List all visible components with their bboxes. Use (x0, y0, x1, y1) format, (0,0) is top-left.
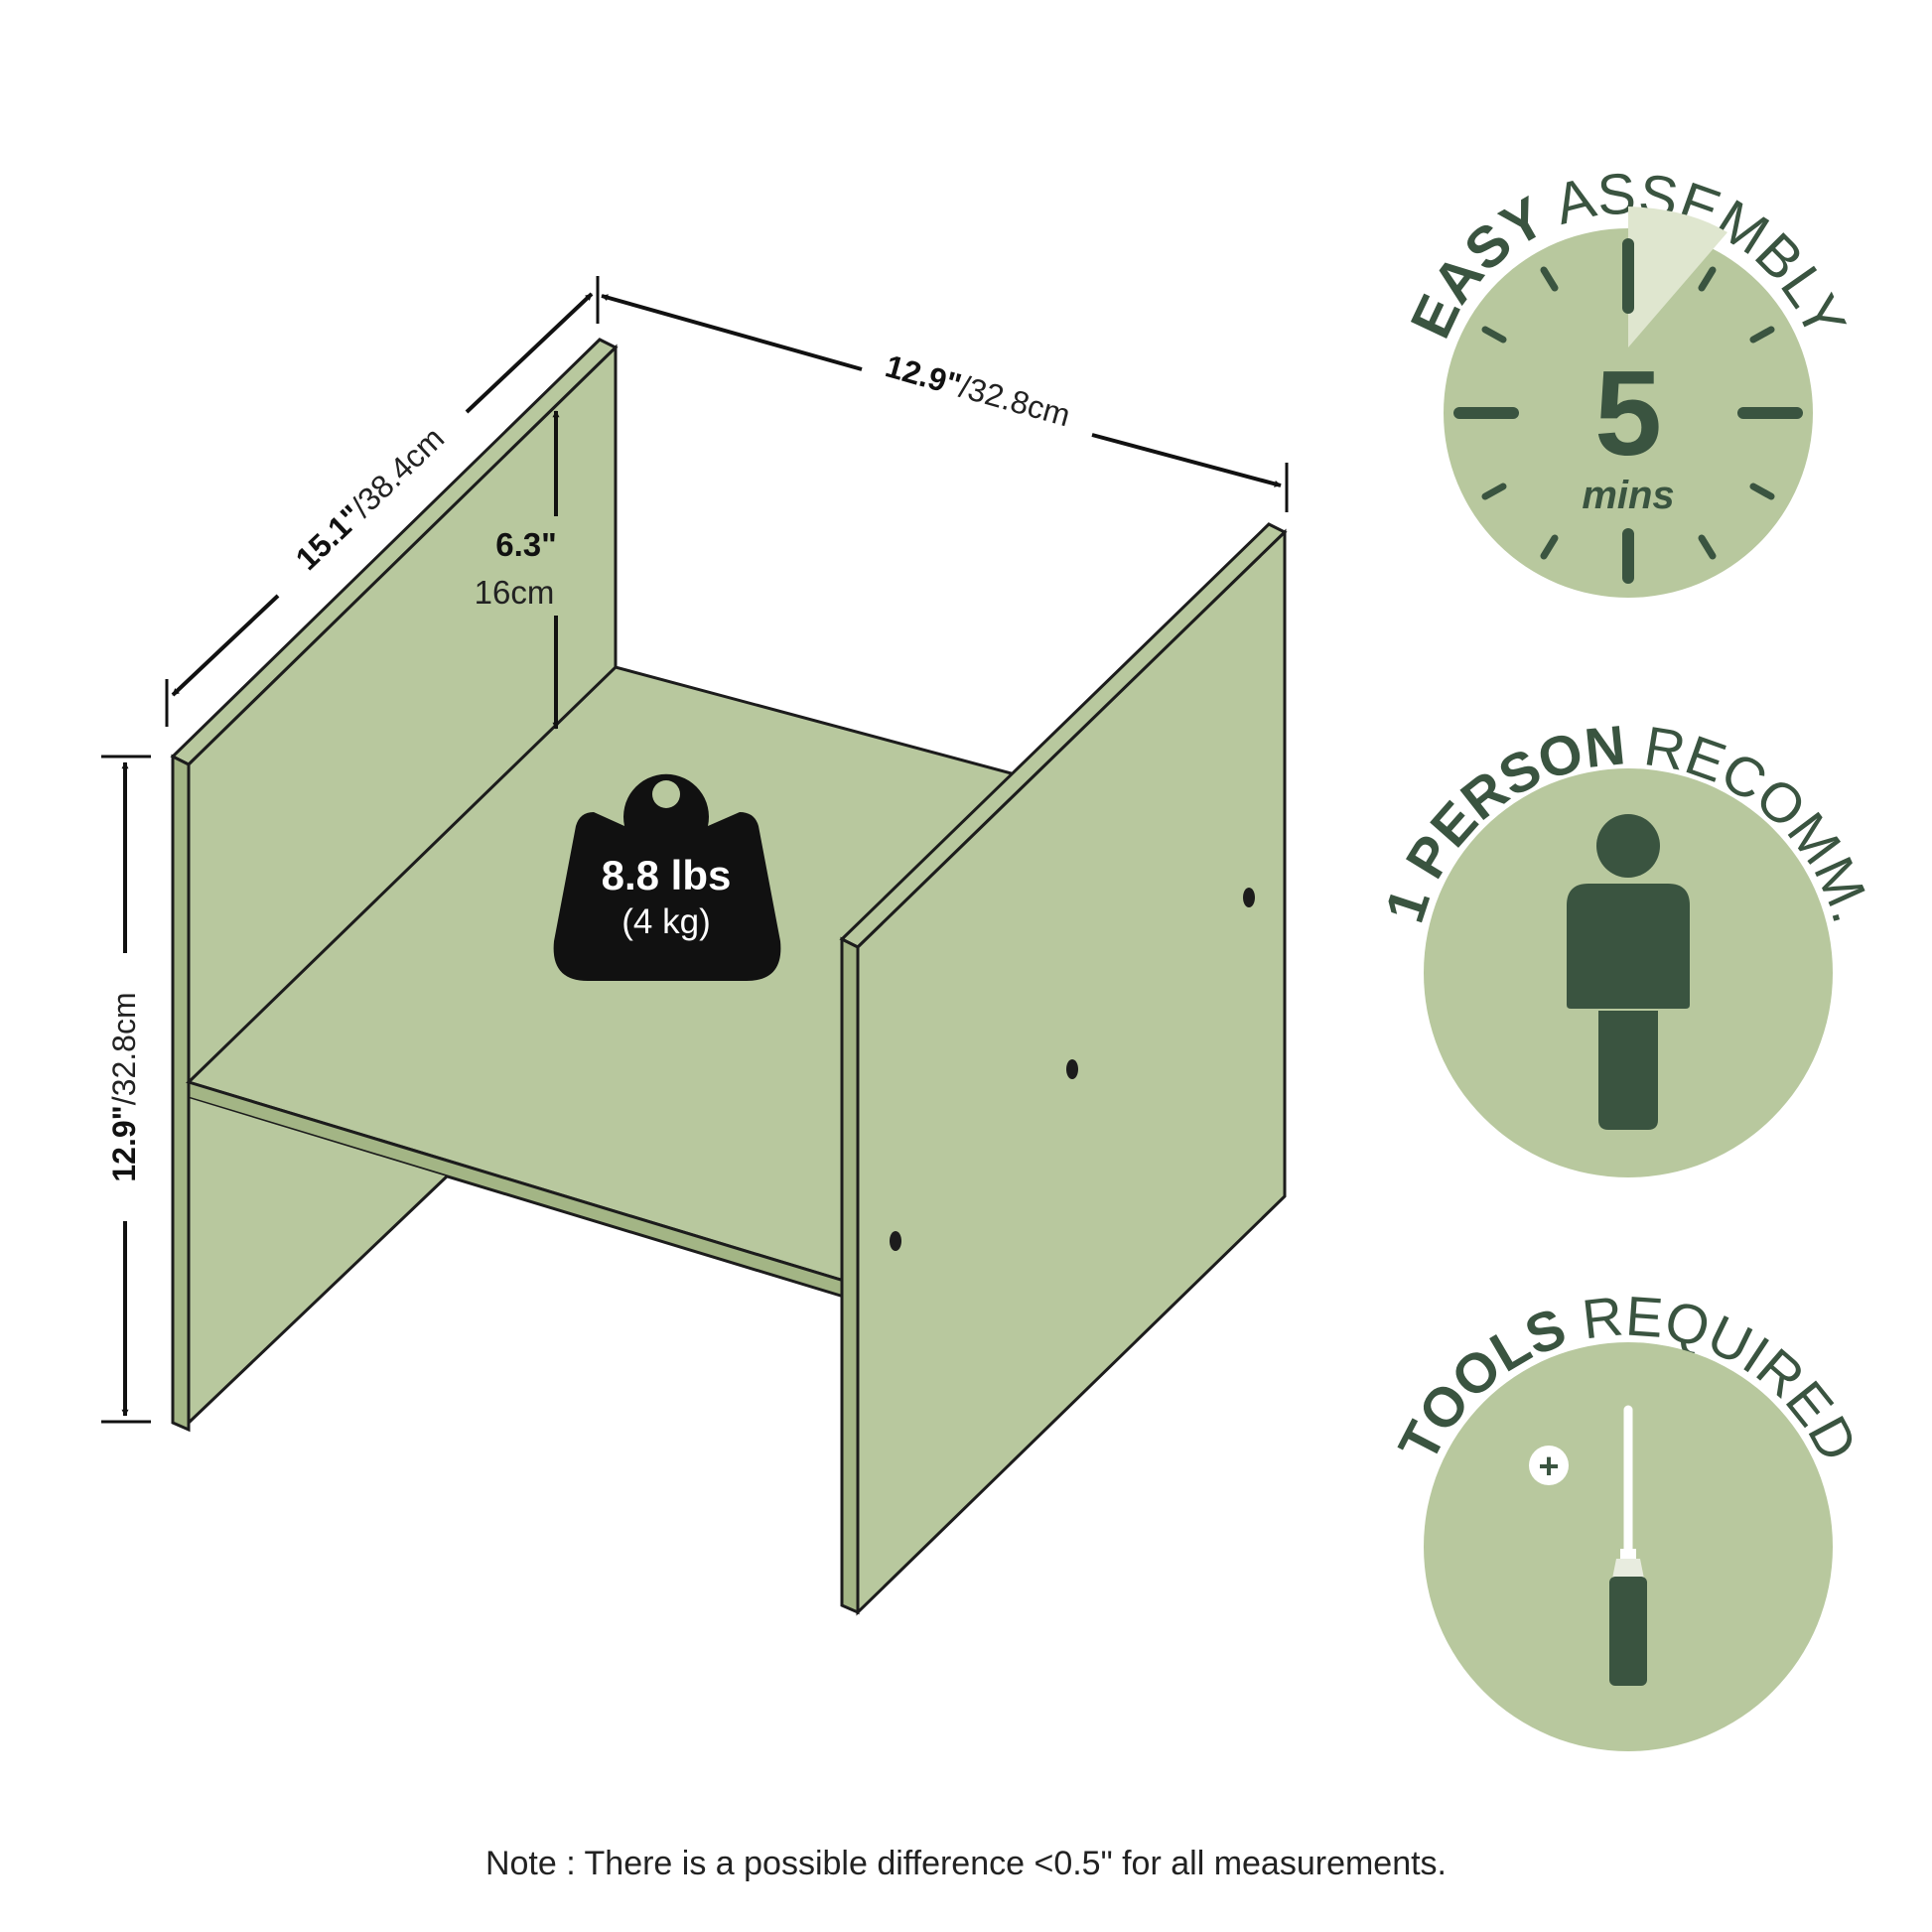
assembly-badge: EASY ASSEMBLY 5 mins (1398, 161, 1859, 598)
assembly-minutes-number: 5 (1594, 345, 1662, 481)
inner-height-imperial: 6.3" (495, 526, 557, 563)
pin-hole (890, 1231, 901, 1251)
pin-hole (1243, 888, 1255, 907)
assembly-minutes-unit: mins (1582, 474, 1674, 517)
right-panel (839, 522, 1288, 1616)
tools-badge: TOOLS REQUIRED + (1386, 1284, 1870, 1751)
weight-kg: (4 kg) (621, 902, 710, 941)
person-badge: 1 PERSON RECOMM. (1372, 713, 1884, 1177)
height-dimension: 12.9"/32.8cm (101, 755, 151, 1424)
assembly-circle (1444, 228, 1813, 598)
screw-symbol: + (1538, 1446, 1559, 1486)
left-panel-lower (187, 1098, 449, 1430)
screwdriver-icon (1609, 1405, 1647, 1686)
inner-height-metric: 16cm (475, 574, 555, 611)
width-dimension: 12.9"/32.8cm (601, 294, 1289, 512)
weight-lbs: 8.8 lbs (602, 852, 732, 898)
screw-icon: + (1529, 1446, 1569, 1486)
weight-icon: 8.8 lbs (4 kg) (553, 773, 781, 981)
inner-height-dimension: 6.3" 16cm (475, 410, 560, 730)
height-label: 12.9"/32.8cm (106, 992, 142, 1181)
left-panel (170, 338, 619, 1433)
pin-hole (1066, 1059, 1078, 1079)
measurement-note: Note : There is a possible difference <0… (484, 1845, 1448, 1882)
person-icon (1567, 814, 1690, 1130)
width-label: 12.9"/32.8cm (882, 347, 1074, 433)
timer-icon: 5 mins (1453, 207, 1803, 584)
